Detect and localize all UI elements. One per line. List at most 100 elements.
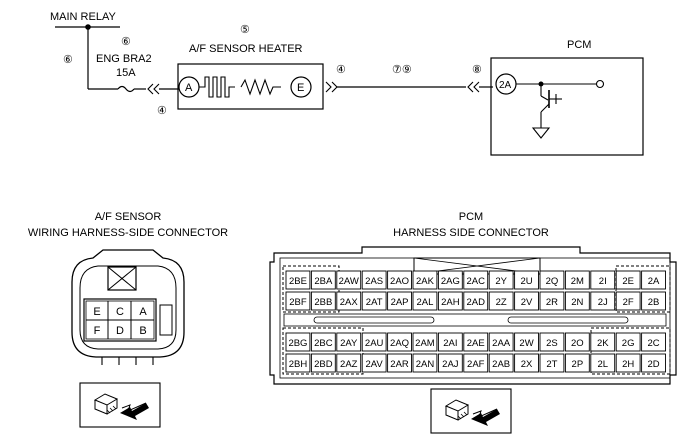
pcm-pin-2ba: 2BA — [314, 276, 333, 287]
pcm-pin-2s: 2S — [546, 338, 558, 349]
pcm-pin-cell — [564, 332, 590, 352]
callout-6-fuse: ⑥ — [121, 36, 131, 48]
callout-4-right: ④ — [336, 64, 346, 76]
pcm-pin-2ae: 2AE — [467, 338, 485, 349]
pcm-pin-cell — [310, 353, 336, 373]
callout-6-left: ⑥ — [63, 54, 73, 66]
pcm-pin-cell — [590, 353, 616, 373]
pcm-pin-2r: 2R — [546, 297, 558, 308]
connector-view-icon — [79, 382, 161, 428]
pcm-pin-cell — [361, 332, 387, 352]
pcm-pin-2d: 2D — [647, 359, 659, 370]
pcm-pin-2q: 2Q — [546, 276, 559, 287]
pcm-pin-2av: 2AV — [366, 359, 384, 370]
pcm-pin-cell — [361, 291, 387, 311]
pcm-pin-2bf: 2BF — [289, 297, 307, 308]
pcm-pin-2ad: 2AD — [467, 297, 486, 308]
pcm-pin-cell — [641, 291, 666, 311]
af-pin-labels: E C A F D B — [93, 306, 147, 337]
pcm-pin-2aq: 2AQ — [390, 338, 409, 349]
pcm-pin-2ao: 2AO — [390, 276, 409, 287]
pcm-pin-2f: 2F — [623, 297, 634, 308]
pcm-pin-2i: 2I — [599, 276, 607, 287]
main-relay-label: MAIN RELAY — [50, 11, 116, 23]
pcm-pin-cell — [564, 291, 590, 311]
pcm-pin-cell — [310, 270, 336, 290]
pcm-pin-2ah: 2AH — [441, 297, 460, 308]
fuse-rating: 15A — [116, 67, 136, 79]
pcm-pin-cell — [488, 353, 514, 373]
pcm-pin-2a: 2A — [648, 276, 660, 287]
pcm-pin-cell — [539, 291, 565, 311]
pcm-pin-cell — [615, 353, 641, 373]
af-connector-title-2: WIRING HARNESS-SIDE CONNECTOR — [28, 227, 228, 239]
pcm-pin-cell — [488, 270, 514, 290]
pcm-pin-cell — [285, 353, 311, 373]
pcm-pin-2m: 2M — [571, 276, 584, 287]
pcm-pin-cell — [463, 270, 489, 290]
pcm-pin-cell — [590, 270, 616, 290]
pcm-pin-cell — [412, 270, 438, 290]
callout-4-left: ④ — [157, 105, 167, 117]
pcm-pin-cell — [285, 270, 311, 290]
callout-8: ⑧ — [472, 64, 482, 76]
pcm-pin-2ab: 2AB — [492, 359, 510, 370]
callout-7-9: ⑦⑨ — [392, 64, 412, 76]
heater-element — [199, 76, 235, 98]
pcm-pin-2ag: 2AG — [441, 276, 460, 287]
pcm-pin-2y: 2Y — [495, 276, 507, 287]
pcm-pin-cell — [514, 353, 539, 373]
pcm-pin-cell — [590, 291, 616, 311]
pcm-pin-2j: 2J — [598, 297, 608, 308]
pcm-pin-2v: 2V — [521, 297, 533, 308]
pcm-pin-cell — [310, 291, 336, 311]
af-pin-c: C — [116, 306, 124, 318]
pcm-pin-cell — [361, 353, 387, 373]
terminal-e-label: E — [297, 82, 304, 94]
pcm-pin-cell — [514, 332, 539, 352]
pcm-pin-cell — [437, 332, 463, 352]
pcm-connector-title-2: HARNESS SIDE CONNECTOR — [393, 227, 549, 239]
pcm-pin-2ap: 2AP — [391, 297, 409, 308]
pcm-pin-2be: 2BE — [289, 276, 307, 287]
pcm-pin-cell — [564, 353, 590, 373]
af-pin-f: F — [94, 325, 101, 337]
pcm-connector-title-1: PCM — [459, 211, 483, 223]
pcm-pin-2g: 2G — [622, 338, 635, 349]
pcm-pin-cell — [641, 270, 666, 290]
pcm-pin-cell — [514, 291, 539, 311]
pcm-pin-2af: 2AF — [467, 359, 485, 370]
pcm-box — [490, 57, 644, 156]
pcm-terminal-label: 2A — [499, 80, 512, 91]
pcm-pin-cell — [539, 270, 565, 290]
terminal-a-label: A — [185, 82, 193, 94]
ground-symbol — [531, 127, 551, 139]
pcm-pin-cell — [336, 270, 362, 290]
pcm-pin-cell — [590, 332, 616, 352]
pcm-pin-cell — [361, 270, 387, 290]
pcm-pin-cell — [488, 291, 514, 311]
pcm-pin-cell — [514, 270, 539, 290]
pcm-pin-2aj: 2AJ — [442, 359, 459, 370]
af-pin-e: E — [93, 306, 100, 318]
pcm-pin-cell — [615, 332, 641, 352]
pcm-pin-cell — [437, 291, 463, 311]
pcm-pin-2o: 2O — [571, 338, 584, 349]
pcm-pin-2bb: 2BB — [314, 297, 332, 308]
pcm-pin-cell — [336, 332, 362, 352]
pcm-title: PCM — [567, 39, 591, 51]
pcm-pin-2b: 2B — [648, 297, 660, 308]
pcm-pin-2al: 2AL — [416, 297, 433, 308]
pcm-pin-2ac: 2AC — [467, 276, 486, 287]
pcm-pin-2ax: 2AX — [340, 297, 359, 308]
heater-box — [177, 63, 324, 110]
pcm-pin-cell — [412, 332, 438, 352]
pcm-pin-2bc: 2BC — [314, 338, 333, 349]
pcm-pin-cell — [336, 353, 362, 373]
pcm-pin-cell — [387, 291, 412, 311]
pcm-pin-cell — [437, 353, 463, 373]
pcm-pin-2z: 2Z — [496, 297, 507, 308]
pcm-pin-2an: 2AN — [416, 359, 435, 370]
resistor-symbol — [240, 78, 281, 96]
